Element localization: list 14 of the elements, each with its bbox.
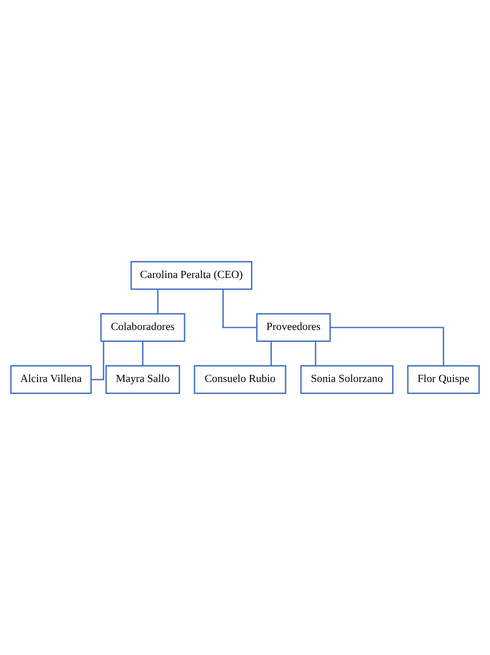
- node-box: Sonia Solorzano: [300, 365, 394, 394]
- connector: [270, 341, 272, 366]
- node-box: Consuelo Rubio: [194, 365, 286, 394]
- node-box: Flor Quispe: [407, 365, 480, 394]
- node-box: Colaboradores: [100, 313, 186, 342]
- connector: [222, 289, 257, 328]
- node-box: Alcira Villena: [10, 365, 92, 394]
- node-box: Proveedores: [256, 313, 331, 342]
- connector: [157, 289, 159, 314]
- connector: [330, 326, 444, 366]
- node-box: Carolina Peralta (CEO): [130, 261, 252, 290]
- connector: [142, 341, 144, 366]
- connector: [314, 341, 316, 366]
- node-box: Mayra Sallo: [105, 365, 180, 394]
